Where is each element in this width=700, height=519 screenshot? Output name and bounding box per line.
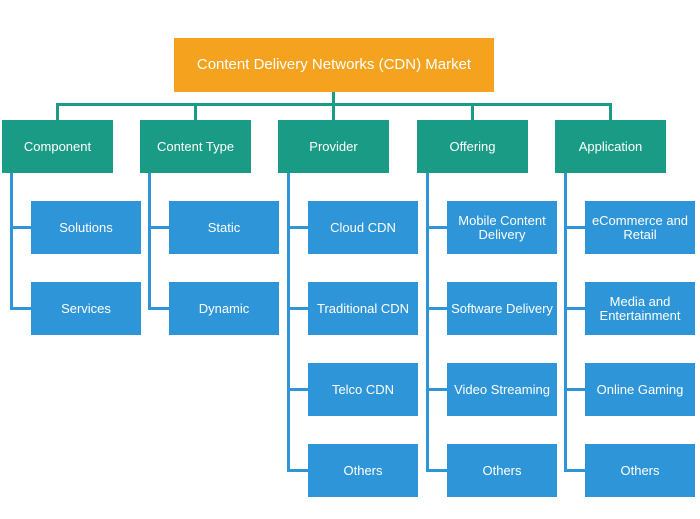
drop-offering	[471, 103, 474, 120]
category-label: Component	[23, 138, 92, 154]
leaf-label: Solutions	[59, 219, 113, 235]
branch	[426, 388, 447, 391]
leaf-node: Software Delivery	[447, 282, 557, 335]
leaf-node: Mobile Content Delivery	[447, 201, 557, 254]
leaf-node: Others	[585, 444, 695, 497]
spine-offering	[426, 173, 429, 472]
branch	[287, 307, 308, 310]
leaf-node: Traditional CDN	[308, 282, 418, 335]
leaf-node: Video Streaming	[447, 363, 557, 416]
branch	[148, 226, 169, 229]
leaf-node: eCommerce and Retail	[585, 201, 695, 254]
leaf-label: Services	[61, 300, 111, 316]
leaf-label: Online Gaming	[596, 381, 684, 397]
leaf-label: Others	[620, 462, 660, 478]
leaf-node: Services	[31, 282, 141, 335]
leaf-label: Telco CDN	[331, 381, 395, 397]
leaf-node: Telco CDN	[308, 363, 418, 416]
branch	[148, 307, 169, 310]
leaf-node: Static	[169, 201, 279, 254]
category-label: Offering	[449, 138, 496, 154]
category-label: Provider	[309, 138, 358, 154]
branch	[287, 388, 308, 391]
leaf-node: Others	[447, 444, 557, 497]
leaf-label: Static	[207, 219, 241, 235]
branch	[564, 469, 585, 472]
leaf-label: Others	[482, 462, 522, 478]
spine-content-type	[148, 173, 151, 310]
category-application: Application	[555, 120, 666, 173]
leaf-node: Media and Entertainment	[585, 282, 695, 335]
branch	[10, 226, 31, 229]
leaf-node: Solutions	[31, 201, 141, 254]
leaf-label: Dynamic	[198, 300, 250, 316]
leaf-node: Dynamic	[169, 282, 279, 335]
root-label: Content Delivery Networks (CDN) Market	[196, 56, 472, 73]
leaf-node: Cloud CDN	[308, 201, 418, 254]
leaf-node: Online Gaming	[585, 363, 695, 416]
leaf-label: eCommerce and Retail	[591, 212, 689, 242]
leaf-node: Others	[308, 444, 418, 497]
spine-provider	[287, 173, 290, 472]
root-stem	[332, 92, 335, 104]
leaf-label: Media and Entertainment	[599, 293, 681, 323]
drop-content-type	[194, 103, 197, 120]
category-offering: Offering	[417, 120, 528, 173]
spine-application	[564, 173, 567, 472]
branch	[10, 307, 31, 310]
category-label: Application	[578, 138, 643, 154]
leaf-label: Software Delivery	[451, 300, 553, 316]
branch	[287, 469, 308, 472]
root-node: Content Delivery Networks (CDN) Market	[174, 38, 494, 92]
branch	[426, 307, 447, 310]
branch	[564, 226, 585, 229]
drop-provider	[332, 103, 335, 120]
leaf-label: Mobile Content Delivery	[458, 212, 546, 242]
branch	[426, 226, 447, 229]
drop-component	[56, 103, 59, 120]
leaf-label: Video Streaming	[454, 381, 550, 397]
branch	[426, 469, 447, 472]
category-content-type: Content Type	[140, 120, 251, 173]
spine-component	[10, 173, 13, 310]
category-component: Component	[2, 120, 113, 173]
drop-application	[609, 103, 612, 120]
leaf-label: Cloud CDN	[330, 219, 396, 235]
category-label: Content Type	[156, 138, 235, 154]
category-provider: Provider	[278, 120, 389, 173]
branch	[564, 307, 585, 310]
branch	[287, 226, 308, 229]
leaf-label: Others	[343, 462, 383, 478]
leaf-label: Traditional CDN	[317, 300, 409, 316]
branch	[564, 388, 585, 391]
